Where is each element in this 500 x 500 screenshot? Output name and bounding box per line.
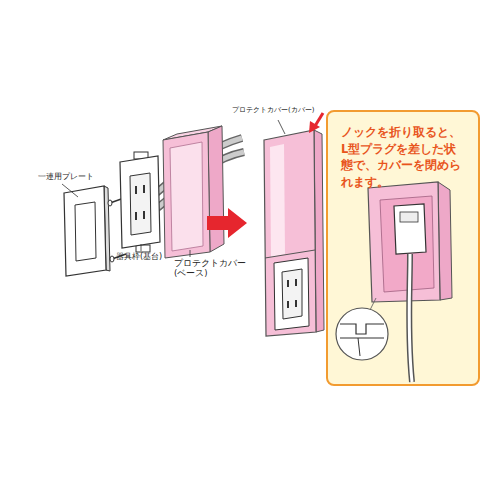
knock-edge: [340, 338, 384, 339]
base-front: [163, 132, 210, 258]
cover-highlight: [270, 144, 285, 257]
outlet-slot: [143, 185, 145, 193]
outlet-slot: [143, 211, 145, 219]
screw-head: [110, 256, 114, 262]
knock-edge: [358, 338, 360, 356]
arrow-symbol: [207, 208, 247, 238]
zoom-circle: [336, 308, 388, 360]
cover-plate: [274, 258, 309, 330]
cover-seam: [265, 250, 315, 258]
plate-window: [75, 202, 96, 261]
leader-line: [190, 250, 191, 257]
plug-cord: [409, 254, 412, 382]
arrow-symbol: [315, 113, 323, 126]
plug-cord: [409, 254, 412, 382]
l-plug: [394, 204, 426, 254]
cover-front: [264, 130, 316, 336]
outlet-slot: [287, 280, 289, 287]
plate: [64, 186, 106, 276]
outlet-slot: [135, 212, 137, 220]
device-frame: [120, 156, 160, 248]
leader-line: [278, 120, 285, 134]
zoom-line: [370, 298, 376, 310]
callout-note: ノックを折り取ると、L型プラグを差した状態で、カバーを閉められます。: [328, 112, 478, 203]
part-label: プロテクトカバー(カバー): [232, 106, 332, 114]
cover-outlet: [282, 269, 302, 319]
outlet: [130, 173, 151, 235]
base-opening: [170, 142, 203, 251]
part-label: プロテクトカバー(ベース): [174, 258, 250, 278]
plug-face: [400, 212, 418, 222]
leader-line: [141, 244, 142, 251]
base-side: [208, 126, 224, 252]
outlet-slot: [135, 186, 137, 194]
cover-body: [368, 182, 440, 302]
outlet-slot: [295, 300, 297, 307]
arrow-head: [309, 121, 320, 133]
knock-notch: [340, 324, 384, 334]
leader-line: [62, 184, 78, 197]
callout-box: ノックを折り取ると、L型プラグを差した状態で、カバーを閉められます。: [326, 110, 480, 386]
outlet-slot: [295, 279, 297, 286]
outlet-slot: [287, 301, 289, 308]
part-label: 一連用プレート: [38, 172, 118, 182]
screw-head: [108, 200, 112, 206]
